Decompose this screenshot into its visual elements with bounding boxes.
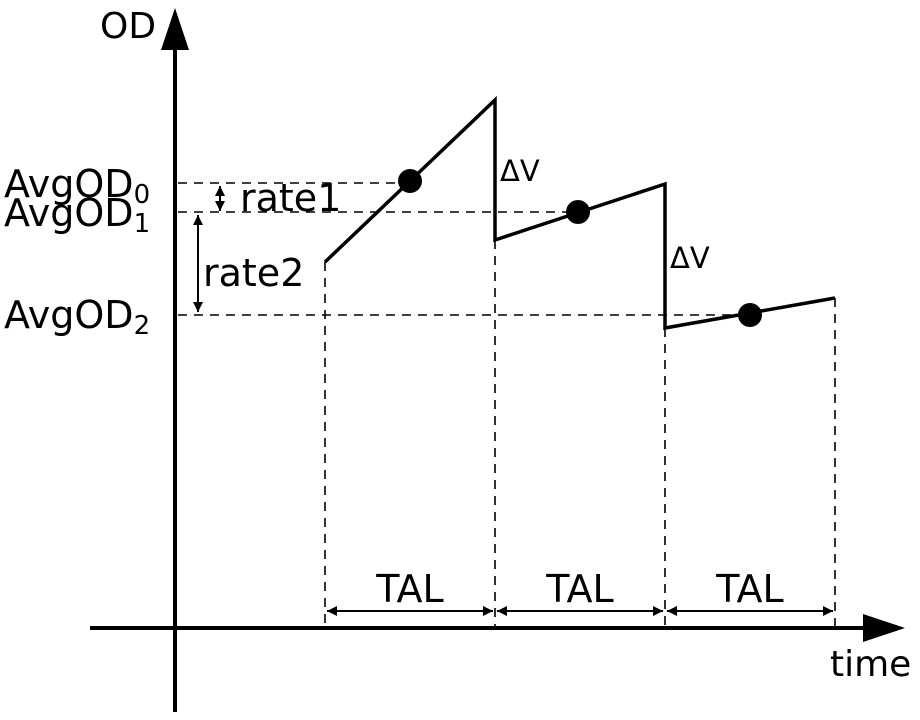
avg-od-0-label: AvgOD0 <box>4 162 150 210</box>
delta-v-label-1: ΔV <box>500 154 540 188</box>
interval-boundaries <box>324 240 836 626</box>
avg-point-1 <box>566 200 590 224</box>
x-axis-arrowhead <box>863 614 905 642</box>
y-axis-label: OD <box>100 6 156 47</box>
avg-point-2 <box>738 303 762 327</box>
avg-od-2-subscript: 2 <box>134 311 151 341</box>
tal-label-2: TAL <box>545 567 613 611</box>
avg-od-1-subscript: 1 <box>134 209 151 239</box>
avg-od-0-subscript: 0 <box>134 180 151 210</box>
rate2-label: rate2 <box>203 251 304 295</box>
delta-v-label-2: ΔV <box>670 241 710 275</box>
tal-label-1: TAL <box>375 567 443 611</box>
avg-od-0-base: AvgOD <box>4 162 134 206</box>
avg-od-2-label: AvgOD2 <box>4 293 150 341</box>
avg-od-1-label: AvgOD1 <box>4 191 150 239</box>
y-axis-arrowhead <box>161 8 189 50</box>
avg-od-1-base: AvgOD <box>4 191 134 235</box>
tal-label-3: TAL <box>715 567 783 611</box>
x-axis-label: time <box>830 644 911 685</box>
avg-od-2-base: AvgOD <box>4 293 134 337</box>
avg-point-0 <box>398 169 422 193</box>
rate1-label: rate1 <box>240 176 341 220</box>
